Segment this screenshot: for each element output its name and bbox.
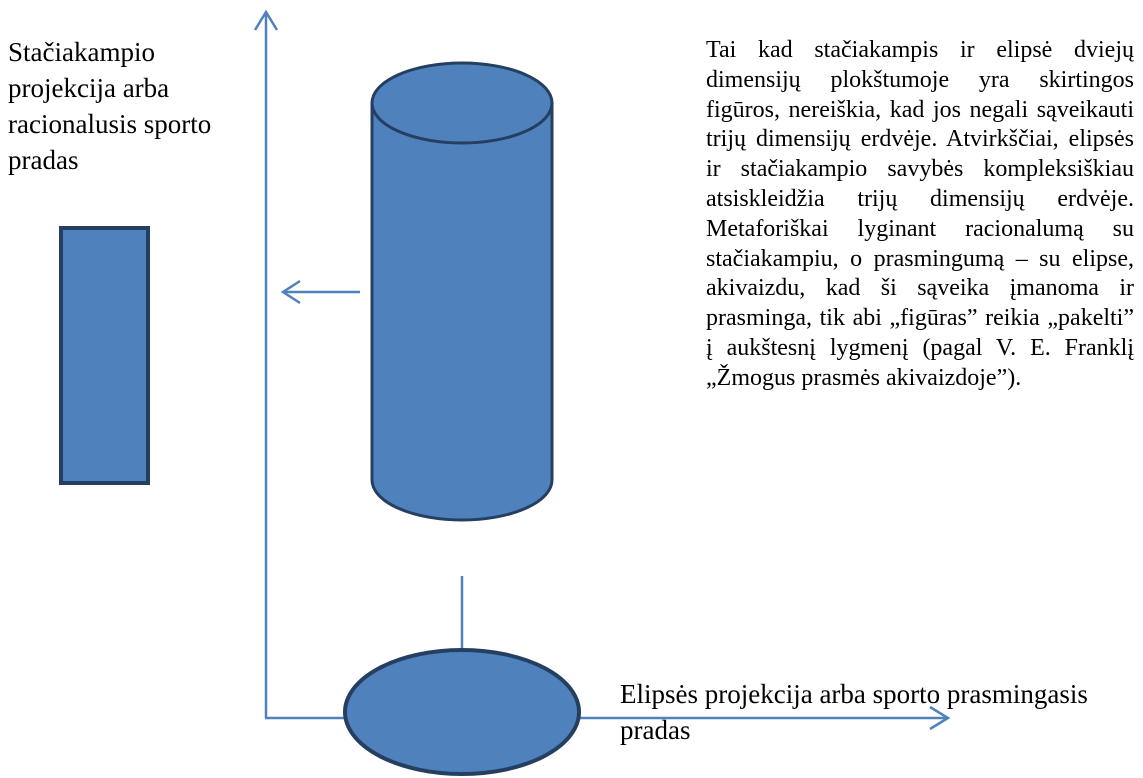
clipped-heading-text: …tumas: [0, 0, 92, 8]
ellipse-projection-label: Elipsės projekcija arba sporto prasminga…: [620, 679, 1088, 745]
explanation-paragraph: Tai kad stačiakampis ir elipsė dviejų di…: [706, 37, 1134, 391]
horizontal-axis-arrowhead: [929, 705, 951, 731]
ellipse-shape: [343, 648, 581, 776]
rectangle-projection-label: Stačiakampio projekcija arba racionalusi…: [8, 37, 212, 175]
rectangle-shape: [59, 226, 150, 485]
cylinder-shape: [370, 61, 554, 522]
projection-arrow-left: [280, 279, 360, 305]
vertical-axis-arrowhead: [253, 9, 279, 31]
